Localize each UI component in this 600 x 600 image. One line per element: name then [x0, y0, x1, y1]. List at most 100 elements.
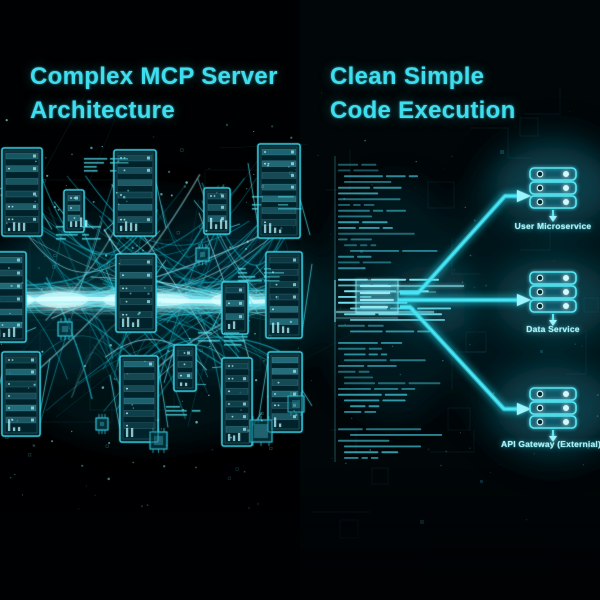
particle — [147, 292, 150, 295]
rack-slat — [5, 356, 37, 364]
particle-square — [106, 263, 110, 267]
particle — [492, 112, 495, 115]
code-line-segment — [386, 209, 406, 212]
circuit-square — [447, 407, 471, 431]
chip-core — [254, 424, 268, 438]
rack-slat — [5, 152, 39, 160]
particle — [475, 116, 478, 118]
rack-slat — [123, 397, 155, 405]
led-ring-icon — [536, 274, 544, 282]
particle — [427, 448, 430, 451]
particle — [445, 450, 447, 453]
rack-slat — [117, 179, 153, 186]
particle — [596, 394, 599, 396]
led-dot — [125, 287, 128, 290]
particle — [295, 414, 298, 417]
led-square — [17, 297, 20, 301]
led-square — [291, 150, 294, 154]
led-dot — [70, 207, 72, 209]
code-line-segment — [338, 388, 371, 390]
particle — [195, 420, 198, 424]
circuit-trace — [524, 88, 561, 115]
led-dot — [8, 218, 10, 221]
rack-slat — [0, 321, 23, 329]
led-dot-icon — [563, 289, 569, 295]
code-line-segment — [338, 204, 351, 206]
particle — [205, 229, 208, 233]
code-line-segment — [344, 353, 366, 356]
rack-inner-frame — [122, 358, 156, 440]
rack-slat — [119, 285, 153, 292]
rack-slat — [271, 390, 299, 398]
meter-bar — [127, 317, 130, 327]
circuit-trace — [520, 210, 551, 251]
code-line-segment — [350, 250, 400, 252]
code-line-segment — [338, 215, 372, 218]
meter-bar — [225, 220, 228, 229]
rack-inner-frame — [4, 354, 38, 434]
particle — [293, 410, 295, 412]
led-dot — [8, 167, 10, 170]
led-dot — [183, 363, 186, 366]
particle — [160, 428, 162, 430]
particle — [443, 167, 445, 169]
particle — [162, 281, 164, 283]
code-line-segment — [368, 405, 380, 408]
server-stack-icon-data-service — [529, 271, 577, 326]
particle — [0, 343, 2, 345]
code-line-segment — [353, 204, 361, 206]
code-line-segment — [409, 278, 439, 281]
rack-inner-frame — [118, 256, 154, 330]
meter-bar — [8, 420, 11, 431]
led-dot — [126, 387, 128, 390]
ghost-panel — [29, 179, 121, 321]
particle — [35, 194, 38, 197]
particle — [581, 345, 583, 348]
micro-text-dash — [84, 158, 108, 160]
meter-bar — [18, 427, 21, 431]
stub-line — [211, 308, 223, 330]
led-dot — [122, 287, 124, 290]
led-dot — [228, 390, 230, 393]
led-dot — [228, 365, 230, 367]
stub-line — [109, 374, 121, 430]
particle — [201, 312, 203, 314]
stub-line — [163, 348, 175, 383]
rack-inner-frame — [0, 254, 24, 340]
chip-core — [62, 326, 68, 332]
code-line-segment — [344, 399, 380, 402]
meter-bar — [282, 326, 285, 333]
led-square — [33, 192, 36, 196]
particle — [183, 185, 187, 188]
particle — [40, 288, 43, 291]
led-dot — [126, 424, 128, 427]
micro-text-dash — [166, 406, 180, 408]
rack-slat — [271, 368, 299, 375]
meter-bar — [220, 219, 223, 229]
micro-text-dash — [252, 196, 263, 198]
fade-overlay — [0, 440, 300, 590]
led-dot-icon — [563, 185, 569, 191]
micro-text-dash — [56, 234, 78, 236]
code-line-segment — [385, 175, 406, 178]
circuit-trace — [451, 238, 480, 275]
circuit-dot — [500, 150, 504, 154]
rack-slat — [225, 413, 249, 420]
particle — [75, 343, 77, 345]
particle-square — [188, 295, 192, 299]
code-line-segment — [338, 261, 360, 264]
micro-text-dash — [198, 340, 220, 342]
meter-bar — [279, 423, 282, 427]
particle — [582, 464, 585, 466]
led-dot — [8, 205, 10, 208]
rack-slat — [0, 308, 23, 316]
particle — [10, 284, 13, 288]
code-line-segment — [362, 221, 388, 224]
micro-text-dash — [82, 226, 101, 228]
led-square — [293, 392, 296, 396]
particle — [320, 92, 323, 94]
code-line-segment — [338, 342, 378, 344]
led-dot — [275, 283, 278, 286]
led-square — [293, 295, 296, 299]
led-dot — [11, 218, 14, 221]
